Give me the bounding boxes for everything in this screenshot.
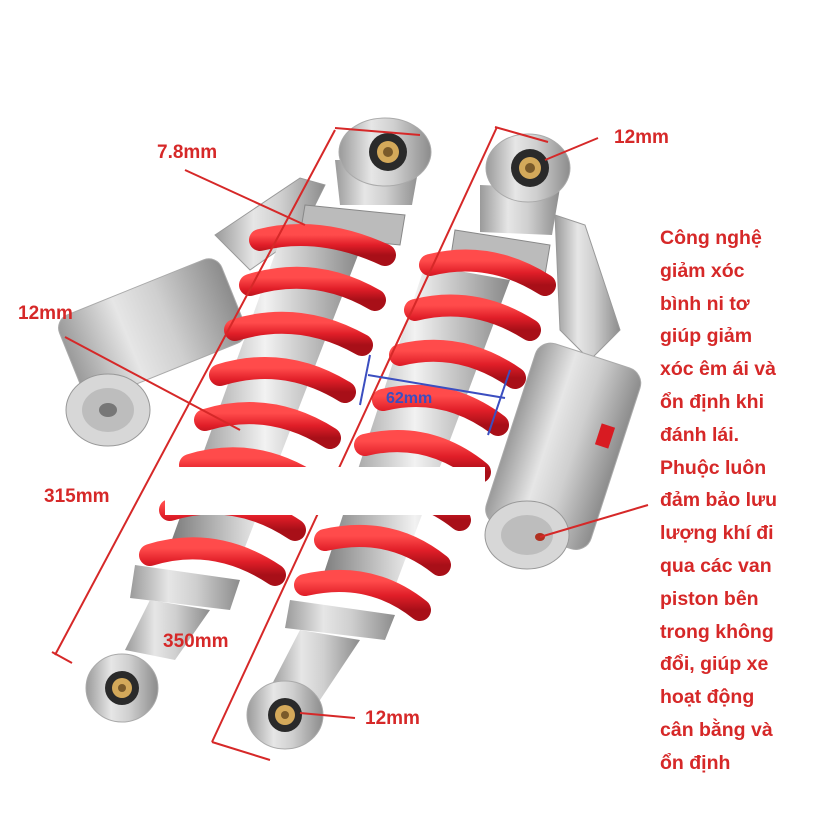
description-line: hoạt động — [660, 686, 755, 709]
label-reservoir-left: 12mm — [18, 303, 73, 324]
description-line: bình ni tơ — [660, 292, 750, 315]
label-spring-width: 62mm — [386, 390, 433, 407]
description-line: cân bằng và — [660, 718, 773, 741]
description-line: giảm xóc — [660, 259, 745, 282]
description-line: đánh lái. — [660, 423, 740, 446]
blank-overlay-box — [165, 467, 485, 515]
description-line: lượng khí đi — [660, 522, 774, 545]
description-line: trong không — [660, 620, 774, 643]
description-line: đổi, giúp xe — [660, 653, 769, 676]
right-shock — [246, 133, 642, 750]
description-line: Công nghệ — [660, 227, 762, 249]
description-line: ổn định — [660, 751, 731, 774]
description-line: piston bên — [660, 587, 759, 610]
description-line: đảm bảo lưu — [660, 489, 778, 512]
label-length-short: 315mm — [44, 486, 110, 507]
description-line: giúp giảm — [660, 325, 753, 348]
description-line: ổn định khi — [660, 390, 764, 413]
spring-width-dimension — [359, 354, 511, 436]
label-top-eye-right: 12mm — [614, 127, 669, 148]
description-text: Công nghệ giảm xóc bình ni tơ giúp giảm … — [660, 222, 828, 780]
description-line: qua các van — [660, 554, 772, 577]
dimension-lines — [51, 126, 649, 761]
label-bottom-eye: 12mm — [365, 708, 420, 729]
label-length-long: 350mm — [163, 631, 229, 652]
description-line: Phuộc luôn — [660, 456, 767, 479]
label-top-eye-left: 7.8mm — [157, 142, 218, 163]
description-line: xóc êm ái và — [660, 358, 776, 381]
